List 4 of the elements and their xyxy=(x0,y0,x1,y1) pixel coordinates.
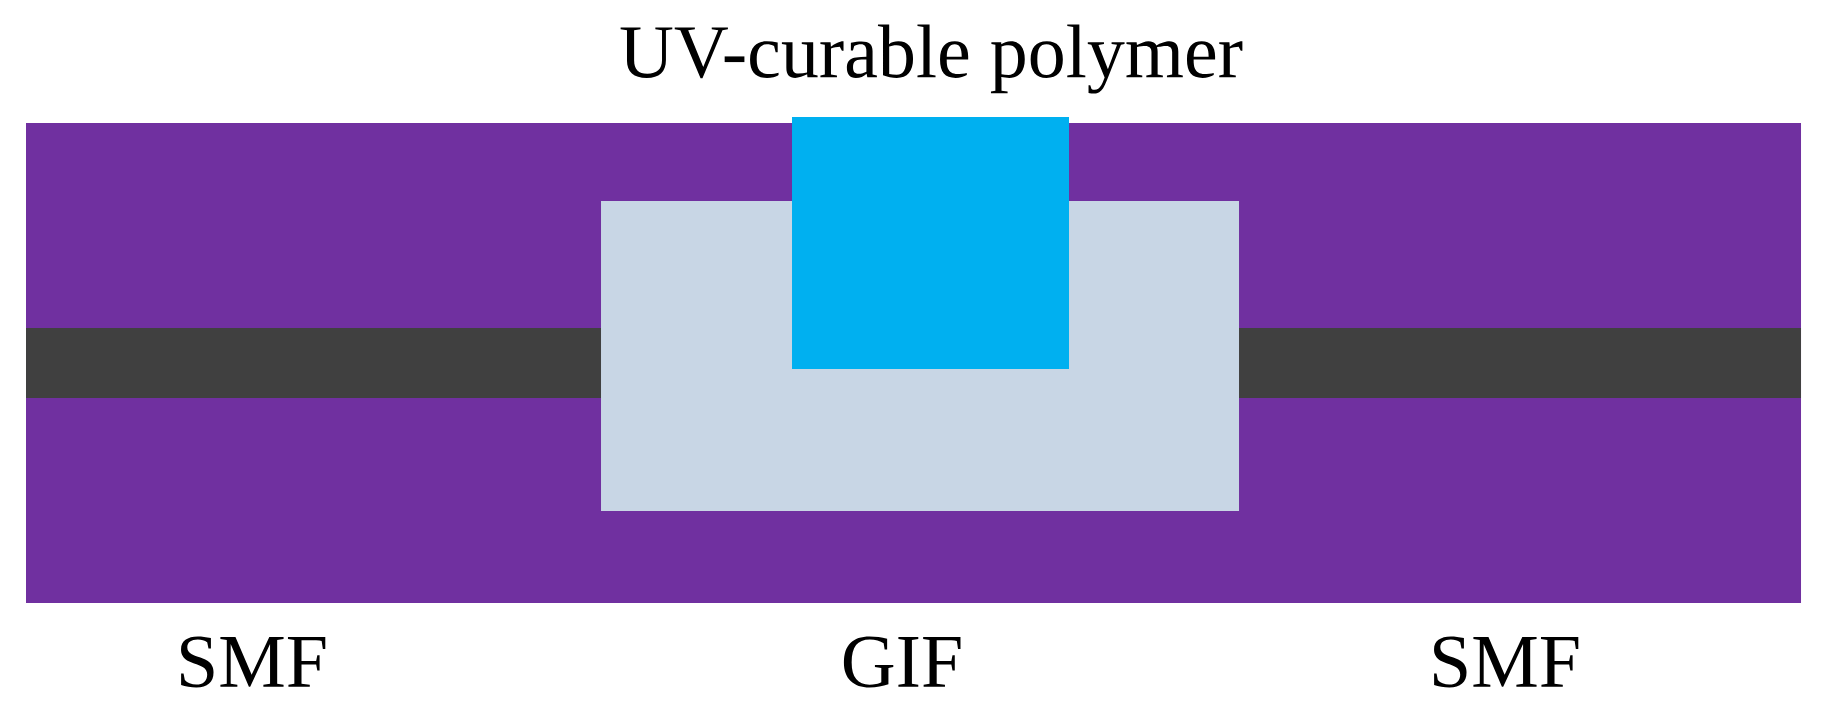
fiber-label: UV-curable polymer xyxy=(620,24,1243,94)
fiber-label: GIF xyxy=(843,636,961,688)
fiber-label: SMF xyxy=(181,636,326,688)
fiber-label: SMF xyxy=(1434,636,1579,688)
